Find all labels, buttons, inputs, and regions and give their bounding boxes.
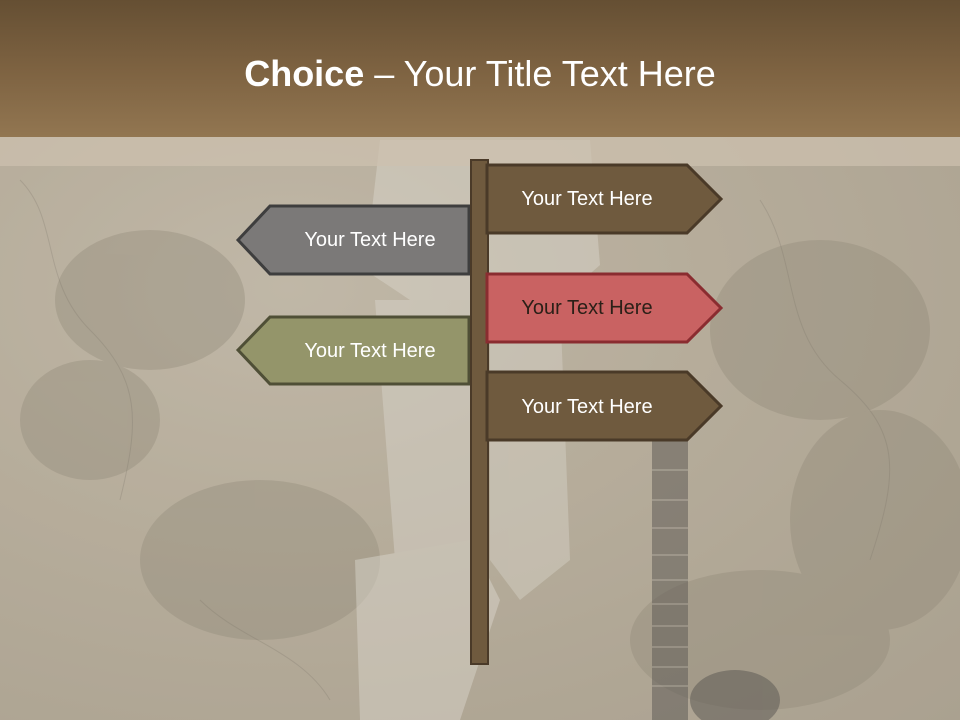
sign-label-5: Your Text Here [521,396,653,418]
sign-arrow-2[interactable] [235,204,471,276]
sign-label-4: Your Text Here [304,340,436,362]
title-bold: Choice [244,53,365,94]
slide-title: Choice – Your Title Text Here [0,52,960,96]
sign-label-2: Your Text Here [304,229,436,251]
sign-label-3: Your Text Here [521,297,653,319]
title-bar [0,0,960,137]
signpost-pole [470,159,489,665]
sign-label-1: Your Text Here [521,188,653,210]
sign-arrow-4[interactable] [235,315,471,386]
sign-arrow-5[interactable] [485,370,724,442]
sign-arrow-3[interactable] [485,272,724,344]
sign-arrow-1[interactable] [485,163,724,235]
title-rest: – Your Title Text Here [364,53,716,94]
